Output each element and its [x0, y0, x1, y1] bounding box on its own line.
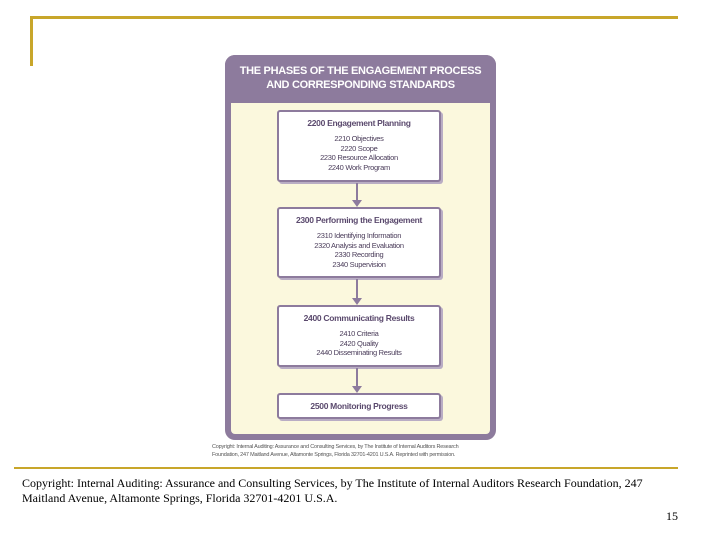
standard-item: 2210 Objectives [334, 134, 384, 143]
bottom-rule [14, 467, 678, 469]
flow-arrow [352, 183, 362, 207]
standard-item: 2240 Work Program [328, 162, 390, 172]
flow-arrow [352, 279, 362, 305]
standard-item: 2220 Scope [340, 143, 378, 153]
copyright-caption: Copyright: Internal Auditing: Assurance … [22, 476, 672, 506]
phase-title: 2500 Monitoring Progress [310, 401, 408, 411]
top-rule [30, 16, 678, 19]
standard-item: 2410 Criteria [339, 329, 379, 338]
standard-item: 2230 Resource Allocation [320, 153, 398, 162]
standard-item: 2310 Identifying Information [316, 231, 402, 240]
standard-item: 2330 Recording [334, 250, 384, 259]
standard-item: 2320 Analysis and Evaluation [314, 240, 404, 250]
phase-box-communicating: 2400 Communicating Results 2410 Criteria… [277, 305, 441, 367]
caption-line-1: Copyright: Internal Auditing: Assurance … [22, 476, 643, 490]
figure-credit-line-1: Copyright: Internal Auditing: Assurance … [212, 444, 459, 450]
flow-arrow [352, 368, 362, 393]
phase-title: 2200 Engagement Planning [307, 118, 411, 128]
phase-box-performing: 2300 Performing the Engagement 2310 Iden… [277, 207, 441, 278]
figure-title-line-2: AND CORRESPONDING STANDARDS [266, 79, 455, 91]
standard-item: 2420 Quality [339, 338, 379, 348]
page-number: 15 [666, 509, 678, 523]
engagement-phases-figure: THE PHASES OF THE ENGAGEMENT PROCESS AND… [225, 55, 496, 440]
phase-title: 2300 Performing the Engagement [295, 215, 423, 225]
standard-item: 2340 Supervision [332, 259, 386, 269]
figure-title: THE PHASES OF THE ENGAGEMENT PROCESS AND… [225, 55, 496, 103]
phase-box-monitoring: 2500 Monitoring Progress [277, 393, 441, 419]
figure-title-line-1: THE PHASES OF THE ENGAGEMENT PROCESS [239, 65, 482, 77]
phase-title: 2400 Communicating Results [303, 313, 415, 323]
figure-credit-line-2: Foundation, 247 Maitland Avenue, Altamon… [212, 452, 456, 458]
figure-credit: Copyright: Internal Auditing: Assurance … [212, 443, 512, 459]
left-rule [30, 16, 33, 66]
standard-item: 2440 Disseminating Results [316, 348, 402, 357]
caption-line-2: Maitland Avenue, Altamonte Springs, Flor… [22, 491, 338, 505]
phase-box-planning: 2200 Engagement Planning 2210 Objectives… [277, 110, 441, 182]
